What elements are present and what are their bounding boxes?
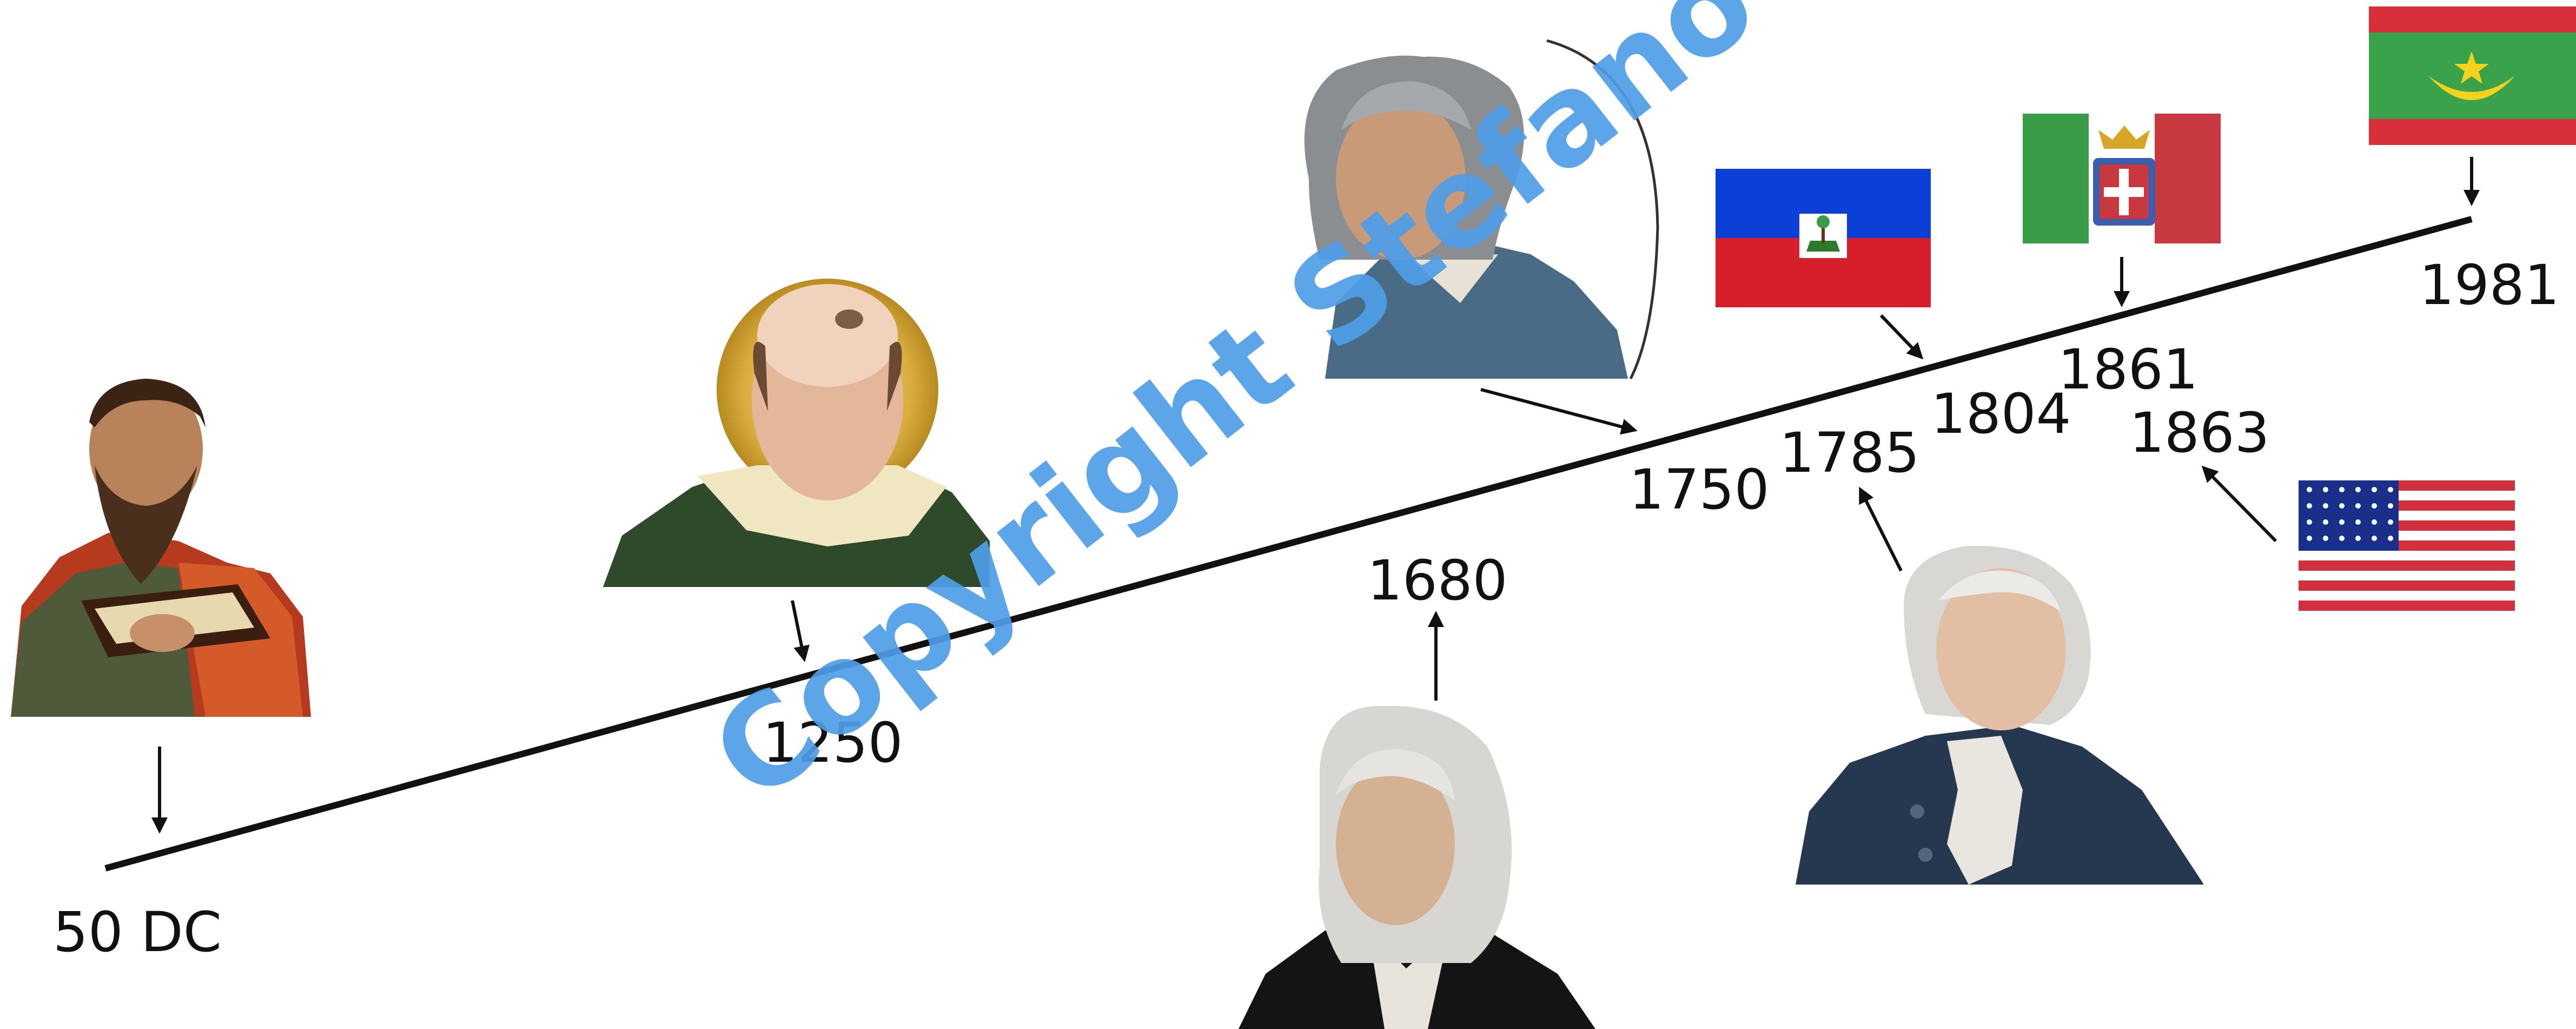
arrow-1804 — [1879, 314, 1924, 360]
label-1680: 1680 — [1367, 549, 1508, 613]
label-1863: 1863 — [2129, 401, 2270, 465]
kingdom-of-italy-flag — [2023, 114, 2221, 243]
bearded-saint-with-book-portrait — [11, 379, 311, 717]
label-50dc: 50 DC — [53, 900, 222, 965]
man-with-long-white-hair-portrait — [1239, 705, 1595, 1029]
label-1250: 1250 — [763, 711, 903, 775]
haloed-monk-portrait — [603, 279, 990, 587]
timeline-line — [104, 216, 2473, 872]
label-1981: 1981 — [2419, 253, 2560, 318]
haiti-flag — [1716, 169, 1931, 307]
usa-flag — [2299, 480, 2515, 612]
arrow-1250 — [791, 600, 810, 662]
label-1785: 1785 — [1779, 421, 1920, 485]
label-1861: 1861 — [2058, 338, 2198, 402]
man-with-powdered-wig-portrait — [1796, 545, 2204, 885]
man-with-white-wig-portrait — [1304, 39, 1659, 380]
arrow-1750 — [1480, 388, 1638, 435]
arrow-1863 — [2201, 465, 2277, 543]
mauritania-flag — [2369, 6, 2576, 145]
label-1804: 1804 — [1931, 382, 2071, 446]
label-1750: 1750 — [1629, 458, 1770, 522]
arrow-1785 — [1859, 486, 1903, 572]
